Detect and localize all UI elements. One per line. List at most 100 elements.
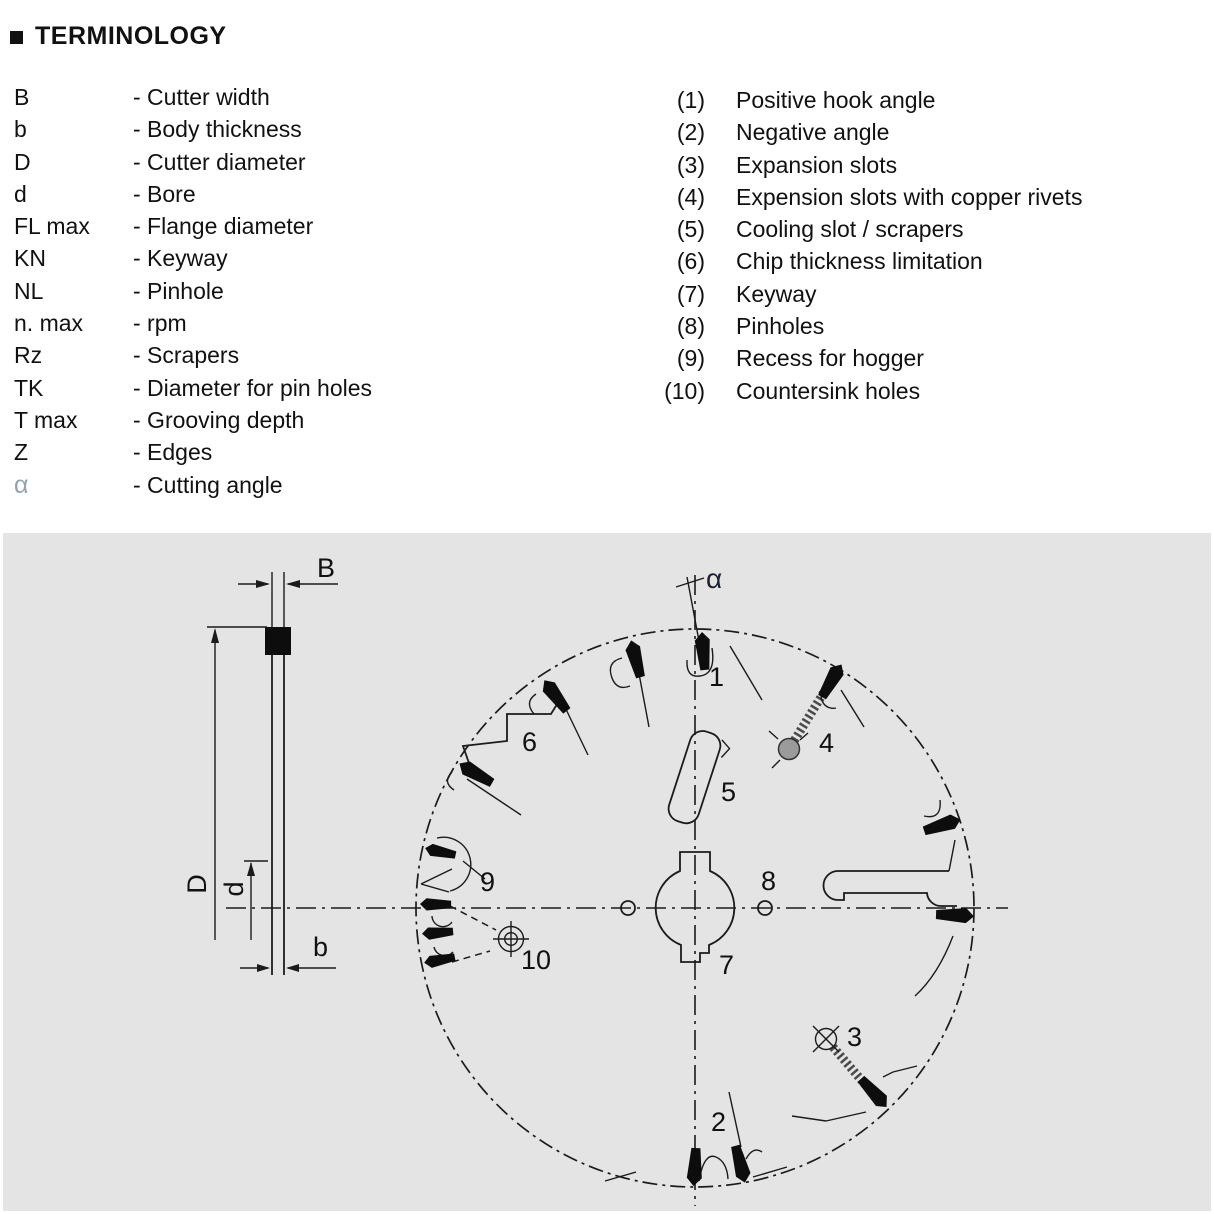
- tooth: [686, 1147, 702, 1186]
- tooth: [731, 1144, 751, 1183]
- legend-number: (9): [676, 345, 705, 372]
- abbr-term: TK: [14, 374, 44, 401]
- abbr-definition: - Pinhole: [133, 277, 224, 304]
- abbreviation-row: n. max - rpm: [14, 307, 614, 339]
- abbreviation-row: FL max - Flange diameter: [14, 210, 614, 242]
- pinhole-right: [757, 900, 773, 916]
- legend-label: Expension slots with copper rivets: [736, 183, 1083, 210]
- abbr-definition: - rpm: [133, 310, 187, 337]
- tooth: [459, 761, 495, 787]
- legend-number: (2): [676, 119, 705, 146]
- tooth: [922, 814, 961, 836]
- abbr-term: FL max: [14, 213, 90, 240]
- abbreviation-row: KN- Keyway: [14, 242, 614, 274]
- expansion-slot-hatch: [829, 1044, 873, 1092]
- abbr-definition: - Cutter width: [133, 84, 270, 110]
- legend-row: (3) Expansion slots: [640, 149, 1214, 181]
- abbreviation-row: T max - Grooving depth: [14, 404, 614, 436]
- cooling-slot: [667, 730, 731, 825]
- tooth: [625, 640, 645, 679]
- diagram-label-6: 6: [522, 727, 537, 757]
- legend-number: (3): [676, 151, 705, 178]
- cutter-diagram-svg: B D d b α 1 2 3 4 5 6 7 8 9 10: [182, 553, 1008, 1206]
- abbreviation-list: B- Cutter width b - Body thickness D - Cut…: [14, 81, 614, 501]
- abbr-definition: - Cutter diameter: [133, 148, 306, 175]
- tooth: [542, 680, 571, 714]
- legend-list: (1)Positive hook angle (2)Negative angle…: [640, 84, 1214, 407]
- abbr-definition: - Flange diameter: [133, 213, 314, 240]
- legend-row: (1) Positive hook angle: [640, 84, 1214, 116]
- expansion-slot-end-circle: [814, 1027, 838, 1051]
- blade-front-view: [415, 576, 975, 1188]
- section-bullet-icon: [10, 31, 23, 44]
- diagram-label-1: 1: [709, 662, 724, 692]
- abbreviation-row: Rz - Scrapers: [14, 339, 614, 371]
- abbr-term: D: [14, 148, 31, 175]
- pitch-circle: [415, 628, 975, 1188]
- abbr-definition: - Body thickness: [133, 116, 302, 143]
- dim-label-b: b: [313, 932, 328, 962]
- tooth: [857, 1075, 887, 1108]
- abbr-definition: - Keyway: [133, 245, 228, 272]
- abbreviation-row-alpha: α- Cutting angle: [14, 469, 614, 501]
- abbr-term: Rz: [14, 342, 43, 369]
- copper-rivet: [777, 737, 801, 761]
- abbreviation-row: D - Cutter diameter: [14, 146, 614, 178]
- abbr-definition: - Grooving depth: [133, 406, 305, 433]
- legend-row: (4)Expension slots with copper rivets: [640, 181, 1214, 213]
- abbreviation-row: B- Cutter width: [14, 81, 614, 113]
- diagram-label-5: 5: [721, 777, 736, 807]
- side-view-tooth-tip: [265, 627, 291, 655]
- pinhole-left: [620, 900, 636, 916]
- diagram-label-8: 8: [761, 866, 776, 896]
- legend-row: (7) Keyway: [640, 278, 1214, 310]
- legend-label: Countersink holes: [736, 377, 921, 404]
- hogger-tooth: [424, 953, 456, 968]
- chip-limitation-zigzag: [461, 700, 560, 767]
- legend-number: (7): [676, 280, 705, 307]
- legend-label: Positive hook angle: [736, 87, 936, 113]
- side-view: [207, 572, 338, 975]
- legend-row: (5) Cooling slot / scrapers: [640, 213, 1214, 245]
- abbr-definition: - Edges: [133, 439, 213, 466]
- hogger-tooth: [422, 927, 454, 940]
- abbreviation-row: NL - Pinhole: [14, 275, 614, 307]
- diagram-label-2: 2: [711, 1107, 726, 1137]
- diagram-label-9: 9: [480, 867, 495, 897]
- diagram-label-7: 7: [719, 950, 734, 980]
- abbr-term: NL: [14, 277, 44, 304]
- alpha-label: α: [706, 563, 722, 594]
- abbr-term: n. max: [14, 310, 84, 337]
- legend-number: (10): [664, 377, 705, 404]
- abbr-definition: - Diameter for pin holes: [133, 374, 373, 401]
- abbreviation-row: b - Body thickness: [14, 113, 614, 145]
- abbreviation-row: d- Bore: [14, 178, 614, 210]
- hogger-tooth: [425, 843, 457, 859]
- legend-number: (1): [676, 87, 705, 113]
- abbreviation-row: TK - Diameter for pin holes: [14, 372, 614, 404]
- legend-label: Cooling slot / scrapers: [736, 216, 964, 243]
- legend-label: Keyway: [736, 280, 817, 307]
- abbr-term: T max: [14, 406, 78, 433]
- dim-label-D: D: [182, 874, 212, 894]
- expansion-slot-right: [822, 870, 957, 907]
- legend-row: (6)Chip thickness limitation: [640, 245, 1214, 277]
- abbr-term: Z: [14, 439, 29, 466]
- legend-number: (5): [676, 216, 705, 243]
- diagram-label-4: 4: [819, 728, 834, 758]
- diagram-label-10: 10: [521, 945, 551, 975]
- tooth: [818, 664, 844, 700]
- countersink-symbol: [493, 921, 529, 957]
- section-title: TERMINOLOGY: [10, 22, 227, 51]
- legend-label: Expansion slots: [736, 151, 898, 178]
- diagram-panel: B D d b α 1 2 3 4 5 6 7 8 9 10: [3, 533, 1211, 1211]
- dim-label-d: d: [219, 881, 249, 896]
- abbr-definition: - Bore: [133, 180, 196, 207]
- abbr-definition: - Scrapers: [133, 342, 240, 369]
- abbr-definition: - Cutting angle: [133, 471, 283, 498]
- hogger-tooth: [419, 898, 452, 911]
- tooth: [694, 632, 710, 671]
- bore-with-keyway: [654, 851, 736, 963]
- abbr-term: b: [14, 116, 27, 143]
